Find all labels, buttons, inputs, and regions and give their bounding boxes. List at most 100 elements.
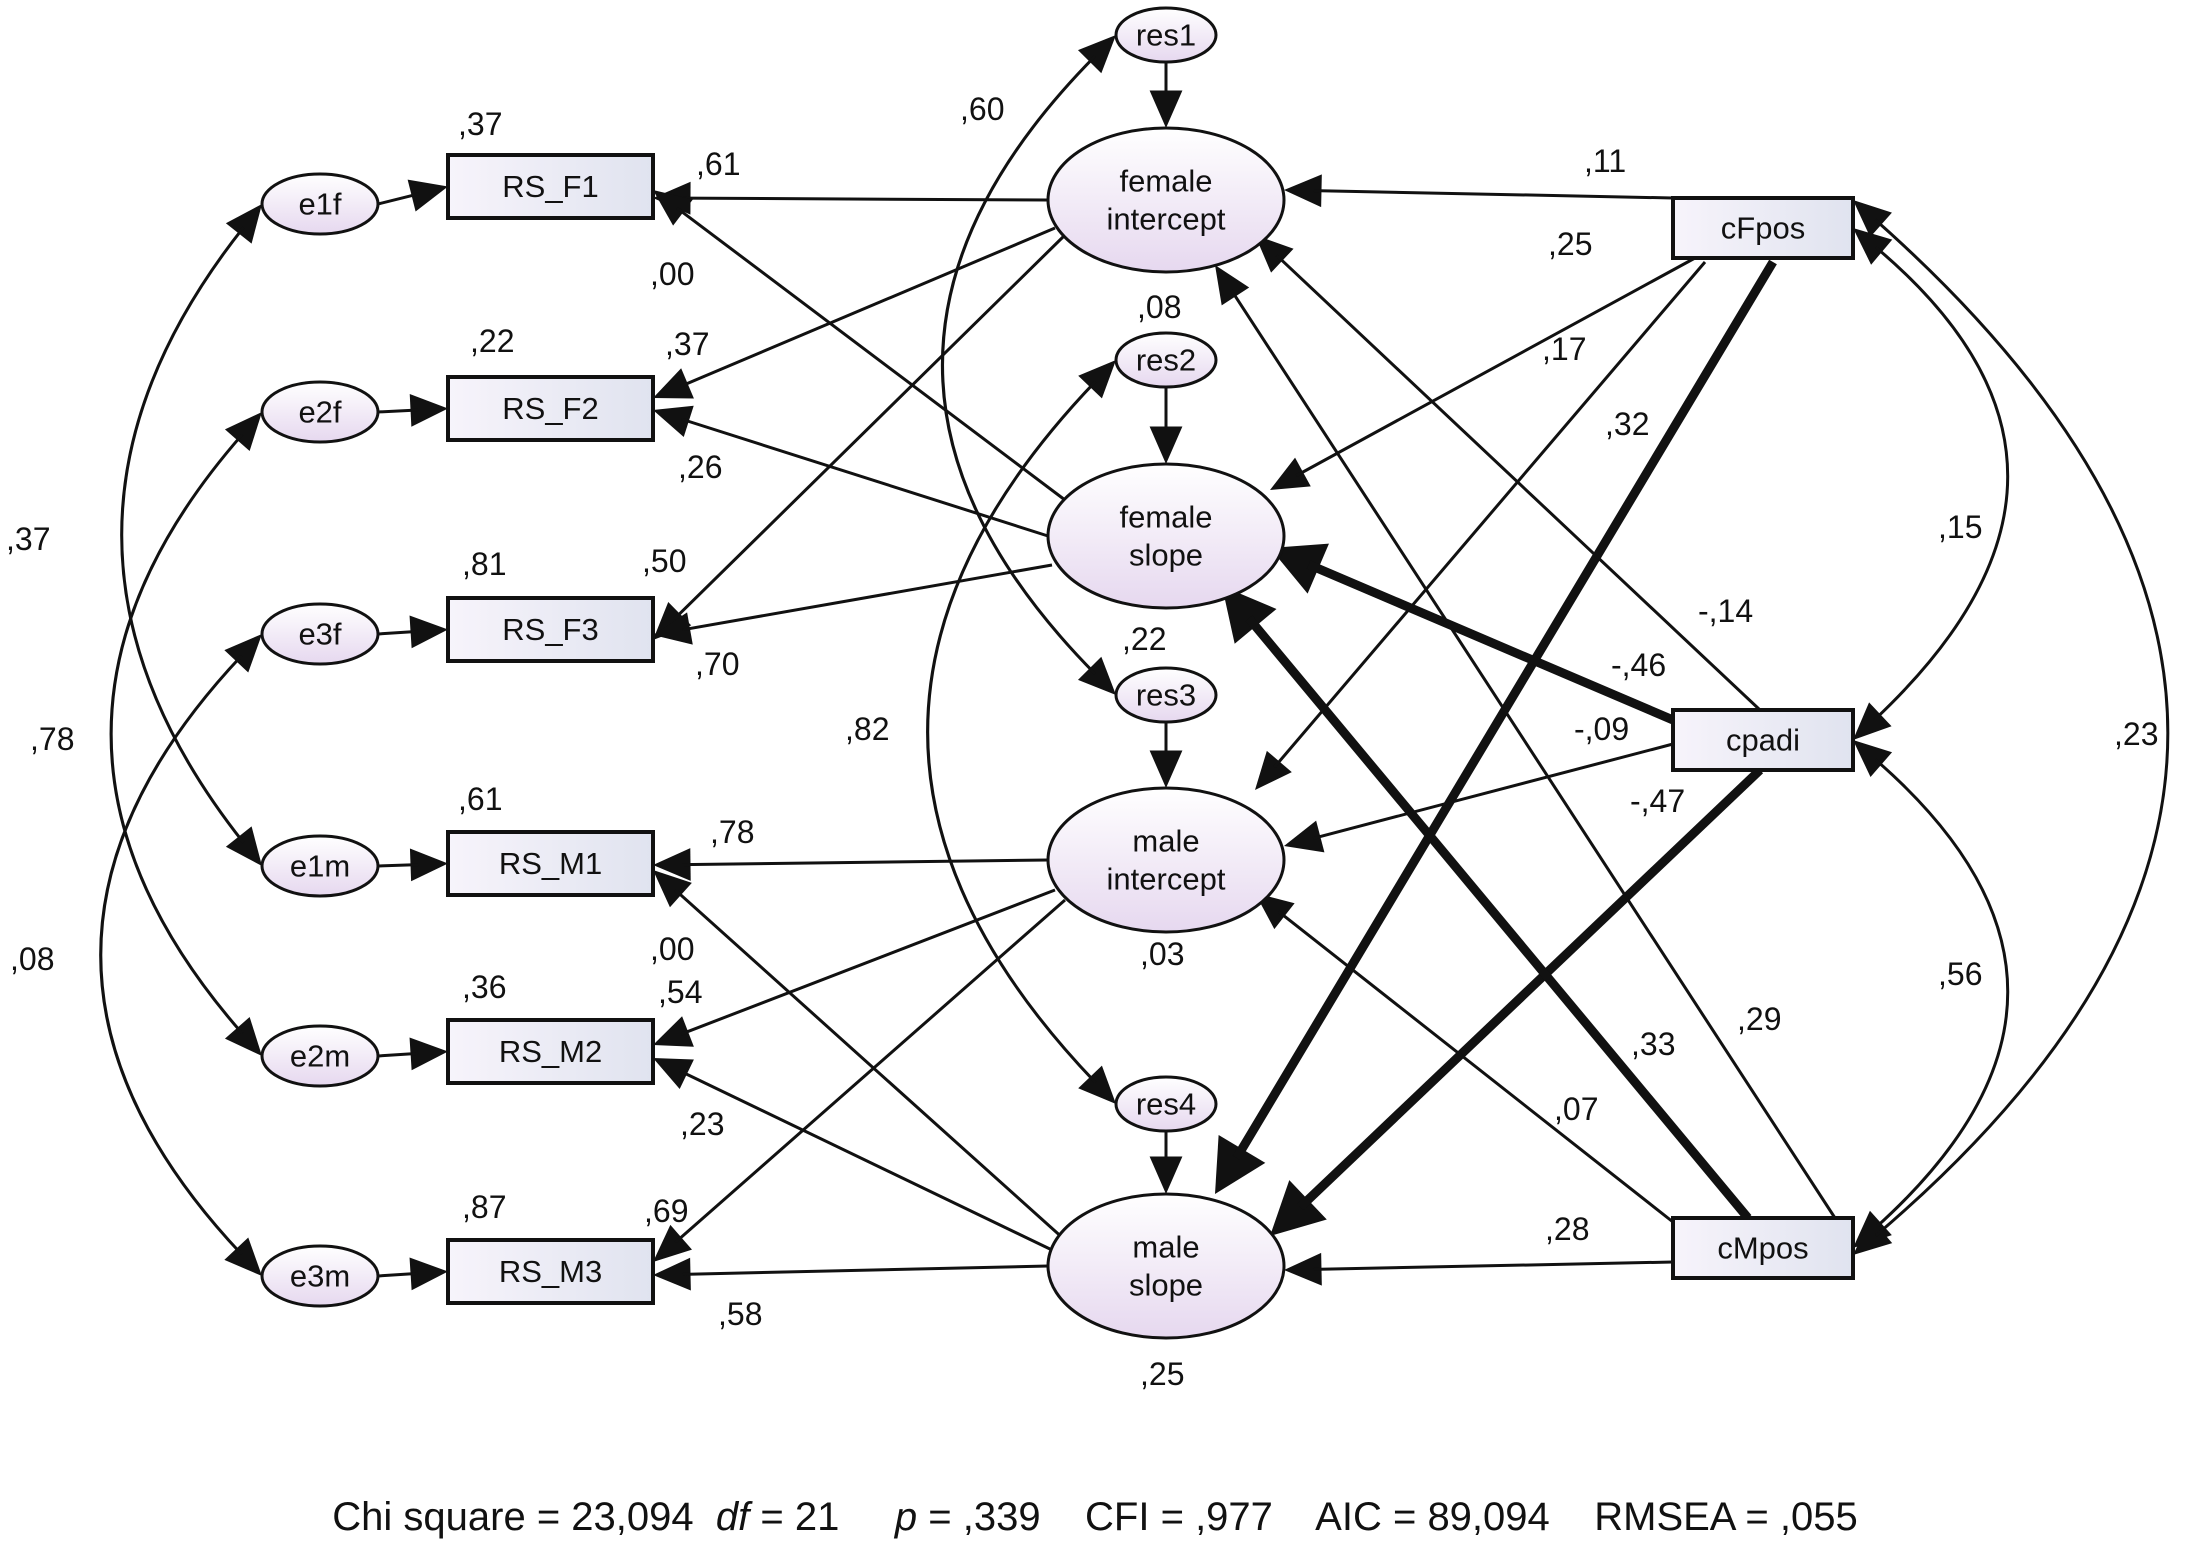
arrowhead xyxy=(409,393,448,427)
coef-fi-f1: ,61 xyxy=(696,146,740,182)
latent-ellipse xyxy=(1046,126,1286,274)
arrowhead xyxy=(1853,702,1892,740)
path-arrows xyxy=(99,35,2170,1291)
node-label: female xyxy=(1119,500,1212,535)
coef-cmpos-mi: ,07 xyxy=(1554,1091,1598,1127)
arrowhead xyxy=(653,870,692,908)
node-label: e3m xyxy=(290,1259,350,1294)
node-label: RS_M2 xyxy=(499,1034,602,1069)
cov-cfpos-cpadi xyxy=(1873,246,2010,721)
node-label: res3 xyxy=(1136,678,1196,713)
node-label: RS_F1 xyxy=(502,169,598,204)
node-label: res2 xyxy=(1136,343,1196,378)
coefficient-labels: ,37,22,81,61,36,87,61,37,50,00,26,70,78,… xyxy=(6,91,2158,1392)
node-label: e2f xyxy=(298,395,341,430)
arrowhead xyxy=(653,1058,694,1090)
latent-ellipse xyxy=(1114,1075,1218,1133)
arrowhead xyxy=(224,1016,262,1056)
arrowhead xyxy=(1077,656,1116,695)
cov-e1f-e1m xyxy=(120,226,245,844)
node-e3f: e3f xyxy=(260,602,380,666)
arrowhead xyxy=(407,179,448,212)
coef-cfpos-mi: ,17 xyxy=(1542,331,1586,367)
coef-r2-rs-f1: ,37 xyxy=(458,106,502,142)
node-label: res4 xyxy=(1136,1087,1196,1122)
node-label: intercept xyxy=(1107,202,1226,237)
arrowhead xyxy=(225,826,262,866)
arrowhead xyxy=(1284,820,1325,853)
coef-r2-rs-m1: ,61 xyxy=(458,781,502,817)
observed-box xyxy=(446,830,655,897)
fi-to-rsf1 xyxy=(682,196,1049,202)
coef-fi-f2: ,37 xyxy=(665,326,709,362)
cov-res1-res3 xyxy=(941,55,1096,675)
node-label: RS_M1 xyxy=(499,846,602,881)
ms-to-rsm1 xyxy=(674,888,1067,1242)
arrowhead xyxy=(1853,228,1893,265)
coef-cpadi-fi: -,14 xyxy=(1698,593,1753,629)
arrowhead xyxy=(653,1016,694,1047)
latent-ellipse xyxy=(260,1244,380,1308)
cov-cfpos-cmpos xyxy=(1874,218,2170,1237)
arrowhead xyxy=(653,1257,691,1291)
latent-ellipse xyxy=(260,380,380,444)
fs-to-rsf1 xyxy=(676,206,1066,502)
arrowhead xyxy=(224,1237,262,1276)
ms-to-rsm2 xyxy=(679,1069,1053,1252)
coef-mi-m2: ,54 xyxy=(658,974,702,1010)
node-e2m: e2m xyxy=(260,1024,380,1088)
node-label: male xyxy=(1132,824,1199,859)
latent-ellipse xyxy=(1046,1192,1286,1340)
observed-box xyxy=(1671,196,1855,260)
e2m-to-indicator xyxy=(377,1051,419,1058)
cmpos-to-fs xyxy=(1245,615,1752,1221)
latent-ellipse xyxy=(260,172,380,236)
node-rs-f1: RS_F1 xyxy=(446,153,655,220)
node-label: cMpos xyxy=(1717,1231,1808,1266)
ms-to-rsm3 xyxy=(682,1264,1049,1276)
coef-mi-m1: ,78 xyxy=(710,814,754,850)
arrowhead xyxy=(653,190,693,226)
coef-cpadi-mi: -,09 xyxy=(1574,711,1629,747)
latent-ellipse xyxy=(260,834,380,898)
arrowhead xyxy=(1270,457,1311,490)
coef-r2-male-intercept: ,22 xyxy=(1122,621,1166,657)
coef-ms-m2: ,23 xyxy=(680,1106,724,1142)
arrowhead xyxy=(1255,893,1295,930)
cmpos-to-mi xyxy=(1277,910,1674,1224)
latent-ellipse xyxy=(260,1024,380,1088)
node-label: slope xyxy=(1129,1268,1203,1303)
cov-e2f-e2m xyxy=(109,433,244,1035)
df-value: = 21 xyxy=(749,1495,840,1539)
cfpos-to-fi xyxy=(1313,189,1674,200)
model-nodes: e1fe2fe3fe1me2me3mRS_F1RS_F2RS_F3RS_M1RS… xyxy=(260,6,1855,1340)
node-rs-m3: RS_M3 xyxy=(446,1238,655,1305)
coef-r2-rs-m2: ,36 xyxy=(462,969,506,1005)
node-rs-m2: RS_M2 xyxy=(446,1018,655,1085)
arrowhead xyxy=(1149,750,1183,788)
node-label: slope xyxy=(1129,538,1203,573)
cpadi-to-fi xyxy=(1275,254,1762,712)
node-cpadi: cpadi xyxy=(1671,708,1855,772)
arrowhead xyxy=(1149,1156,1183,1194)
aic-stat: AIC = 89,094 xyxy=(1315,1495,1550,1539)
node-label: cFpos xyxy=(1721,211,1805,246)
coef-cov-cfpos-cmpos: ,23 xyxy=(2114,716,2158,752)
coef-cmpos-ms: ,28 xyxy=(1545,1211,1589,1247)
cmpos-to-fi xyxy=(1230,289,1837,1219)
arrowhead xyxy=(1853,740,1893,777)
arrowhead xyxy=(409,848,448,882)
arrowhead xyxy=(653,612,693,645)
coef-cov-e2f-e2m: ,78 xyxy=(30,721,74,757)
coef-cov-cpadi-cmpos: ,56 xyxy=(1938,956,1982,992)
coef-cov-e3f-e3m: ,08 xyxy=(10,941,54,977)
node-label: e2m xyxy=(290,1039,350,1074)
coef-fs-f2: ,26 xyxy=(678,449,722,485)
arrowhead xyxy=(653,368,694,399)
cpadi-to-ms xyxy=(1297,766,1764,1211)
node-label: res1 xyxy=(1136,18,1196,53)
observed-box xyxy=(1671,1216,1855,1280)
node-rs-m1: RS_M1 xyxy=(446,830,655,897)
